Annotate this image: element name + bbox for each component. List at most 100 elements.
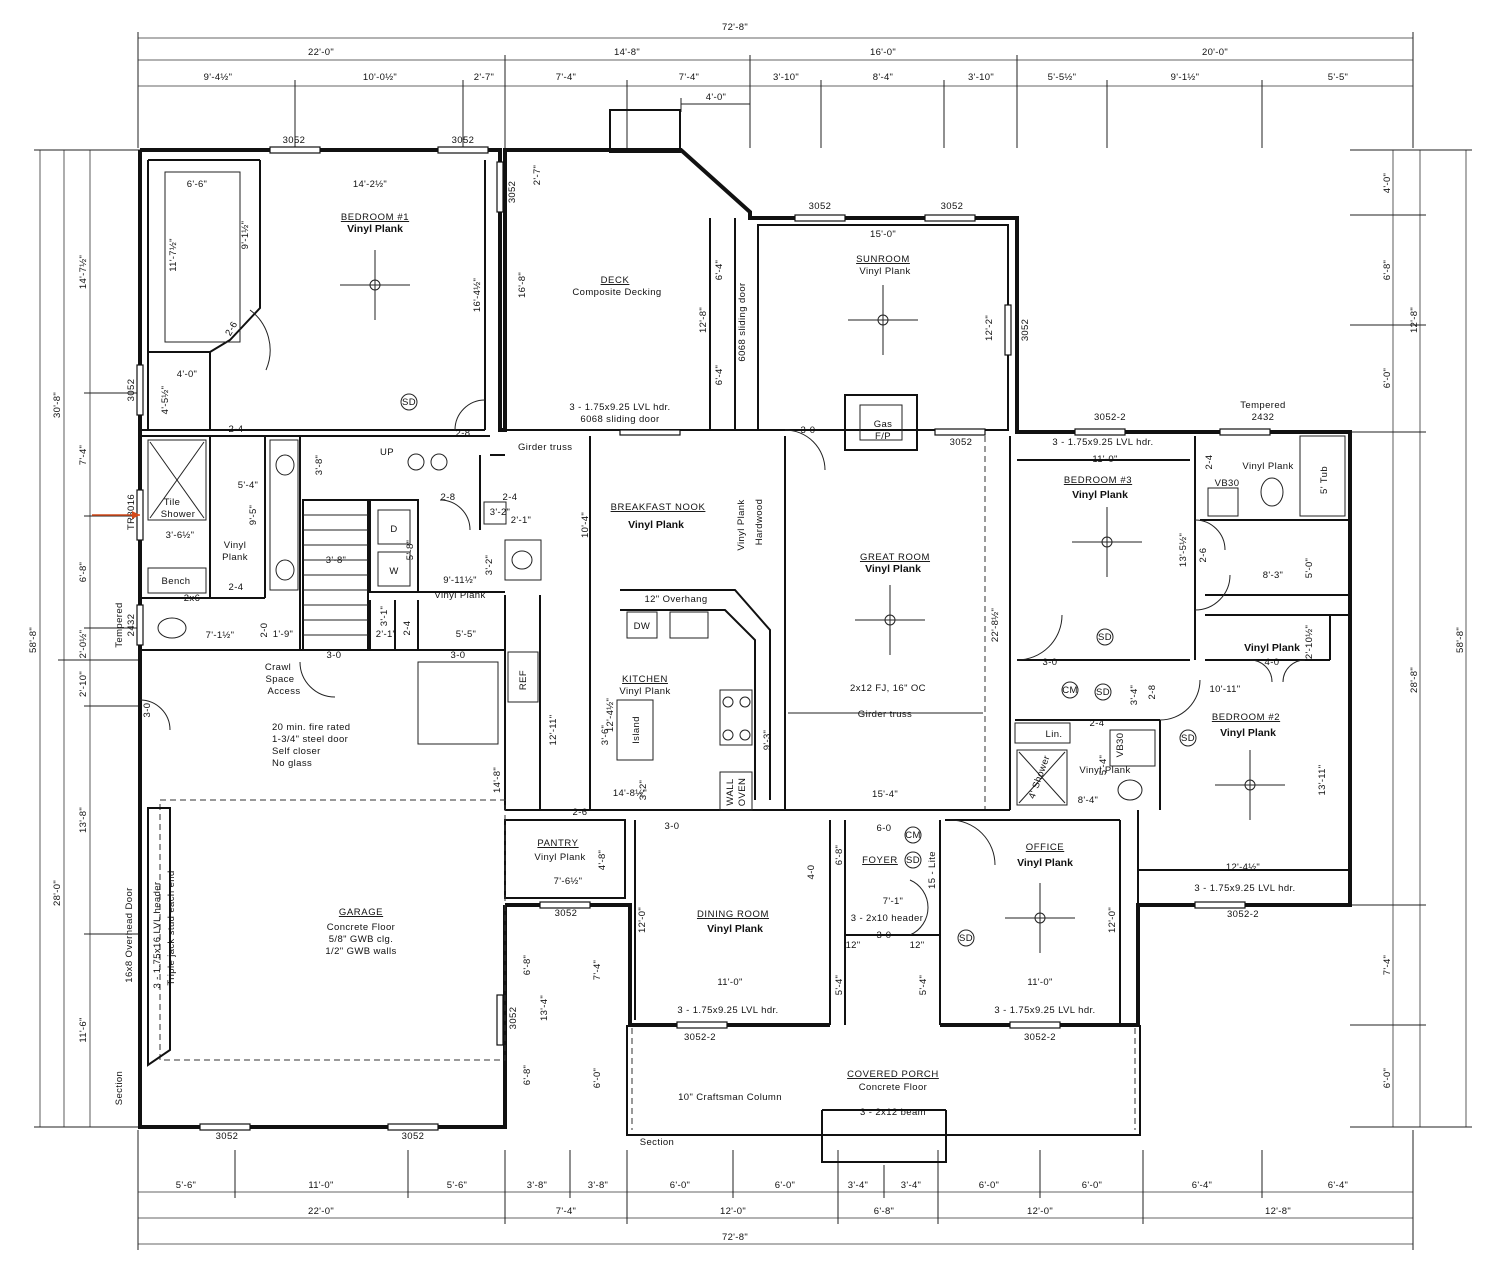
door-stair-d: 2-0 bbox=[259, 623, 270, 638]
dim-laundry-i: 2'-1" bbox=[376, 629, 396, 640]
floor-kitchen: Vinyl Plank bbox=[619, 686, 670, 697]
floor-transition-1: Vinyl Plank bbox=[736, 499, 747, 550]
garage-stud: Triple jack stud each end bbox=[166, 870, 177, 985]
dim-bedroom1-d: 16'-4½" bbox=[472, 278, 483, 312]
dim-left: 28'-0" bbox=[52, 880, 63, 906]
dim-top: 3'-10" bbox=[968, 72, 994, 83]
dim-top: 10'-0½" bbox=[363, 72, 397, 83]
left-dimensions: 58'-8" 30'-8" 28'-0" 14'-7½" 7'-4" 6'-8"… bbox=[28, 149, 140, 1128]
floor-breakfast: Vinyl Plank bbox=[628, 519, 684, 531]
dim-office-d: 12'-0" bbox=[1107, 907, 1118, 933]
door-stair-b: 2-8 bbox=[441, 492, 456, 503]
dim-pantry-w: 7'-6½" bbox=[554, 876, 583, 887]
win-garage-3: 3052 bbox=[216, 1131, 239, 1142]
dim-closet-d: 11'-7½" bbox=[168, 238, 179, 272]
dim-garage-d: 14'-8" bbox=[492, 767, 503, 793]
floor-dining: Vinyl Plank bbox=[707, 923, 763, 935]
dim-bedroom2-d: 13'-11" bbox=[1317, 765, 1328, 796]
note-crawl3: Access bbox=[267, 686, 300, 697]
dim-kitchen-d5: 12'-11" bbox=[548, 715, 559, 746]
kitchen-island: Island bbox=[631, 716, 642, 744]
dim-laundry-j: 3'-1" bbox=[379, 606, 390, 626]
bath1-floor1: Vinyl bbox=[224, 540, 246, 551]
dim-bottom: 6'-0" bbox=[670, 1180, 690, 1191]
dim-bottom: 3'-4" bbox=[848, 1180, 868, 1191]
room-labels: BEDROOM #1 Vinyl Plank 14'-2½" 16'-4½" 6… bbox=[114, 135, 1330, 1148]
dim-breakfast-d: 10'-4" bbox=[580, 512, 591, 538]
room-name-foyer: FOYER bbox=[862, 855, 898, 866]
room-name-garage: GARAGE bbox=[339, 907, 383, 918]
fireplace-1: Gas bbox=[874, 419, 893, 430]
dim-bottom: 3'-4" bbox=[901, 1180, 921, 1191]
dim-bath2-d: 5'-4" bbox=[1098, 755, 1109, 775]
floor-office: Vinyl Plank bbox=[1017, 857, 1073, 869]
dim-foyer-p2: 12" bbox=[910, 940, 925, 951]
great-room-girder: Girder truss bbox=[858, 709, 912, 720]
dim-bottom: 5'-6" bbox=[447, 1180, 467, 1191]
dim-bath1-sw: 3'-6½" bbox=[166, 530, 195, 541]
dim-top: 16'-0" bbox=[870, 47, 896, 58]
dim-office-w: 11'-0" bbox=[1027, 977, 1052, 988]
room-name-porch: COVERED PORCH bbox=[847, 1069, 939, 1080]
dim-deck-r1: 12'-8" bbox=[698, 307, 709, 333]
foyer-sd: SD bbox=[906, 855, 920, 866]
dim-stair-w2: 3'-8" bbox=[326, 555, 346, 566]
dim-deck-bump: 4'-0" bbox=[706, 92, 726, 103]
door-dining: 3-0 bbox=[665, 821, 680, 832]
foyer-lite: 15 - Lite bbox=[927, 851, 938, 889]
deck-door: 6068 sliding door bbox=[737, 282, 748, 361]
dim-foyer-s2: 5'-4" bbox=[918, 975, 929, 995]
sd-bedroom3: SD bbox=[1098, 632, 1112, 643]
floor-bedroom1: Vinyl Plank bbox=[347, 223, 403, 235]
room-name-sunroom: SUNROOM bbox=[856, 254, 910, 265]
dim-porch-e: 7'-4" bbox=[592, 960, 603, 980]
bath2-shower: 4' Shower bbox=[1027, 754, 1053, 801]
bath2-lin: Lin. bbox=[1046, 729, 1063, 740]
note-fire3: Self closer bbox=[272, 746, 321, 757]
dim-top: 2'-7" bbox=[474, 72, 494, 83]
door-bath3: 2-4 bbox=[1204, 455, 1215, 470]
door-pantry: 2-6 bbox=[573, 807, 588, 818]
dim-kitchen-d1: 12'-4½" bbox=[605, 698, 616, 732]
dim-laundry-g: 5'-5" bbox=[456, 629, 476, 640]
note-crawl2: Space bbox=[266, 674, 295, 685]
dim-bottom: 22'-0" bbox=[308, 1206, 334, 1217]
kitchen-overhang: 12" Overhang bbox=[644, 594, 707, 605]
dim-deck-r3: 6'-4" bbox=[714, 365, 725, 385]
dim-bottom: 6'-4" bbox=[1192, 1180, 1212, 1191]
floor-pantry: Vinyl Plank bbox=[534, 852, 585, 863]
dim-closet-w: 6'-6" bbox=[187, 179, 207, 190]
dim-overall-bottom: 72'-8" bbox=[722, 1232, 748, 1243]
sd-bedroom2: SD bbox=[1181, 733, 1195, 744]
dim-left: 6'-8" bbox=[78, 562, 89, 582]
room-name-bedroom3: BEDROOM #3 bbox=[1064, 475, 1132, 486]
door-bath1-a: 2-4 bbox=[229, 424, 244, 435]
bath3-vb: VB30 bbox=[1215, 478, 1240, 489]
dim-overall-top: 72'-8" bbox=[722, 22, 748, 33]
win-dining: 3052-2 bbox=[684, 1032, 716, 1043]
dim-left: 2'-10" bbox=[78, 671, 89, 697]
office-sd: SD bbox=[959, 933, 973, 944]
detectors bbox=[400, 393, 1197, 947]
dim-bedroom3-w: 11'-0" bbox=[1092, 454, 1117, 465]
win-office: 3052-2 bbox=[1024, 1032, 1056, 1043]
dim-kitchen-w: 14'-8½" bbox=[613, 788, 647, 799]
porch-beam: 3 - 2x12 beam bbox=[860, 1107, 926, 1118]
dim-laundry-d: 5'-8" bbox=[405, 540, 416, 560]
dim-deck-r2: 6'-4" bbox=[714, 260, 725, 280]
dim-bottom: 7'-4" bbox=[556, 1206, 576, 1217]
dim-foyer-s1: 5'-4" bbox=[834, 975, 845, 995]
dim-deck-d: 16'-8" bbox=[517, 272, 528, 298]
room-name-bedroom2: BEDROOM #2 bbox=[1212, 712, 1280, 723]
win-sunroom: 3052 bbox=[1020, 319, 1031, 341]
bath1-t: 2x6 bbox=[184, 593, 201, 604]
note-crawl1: Crawl bbox=[265, 662, 291, 673]
room-name-office: OFFICE bbox=[1026, 842, 1064, 853]
dim-top: 5'-5" bbox=[1328, 72, 1348, 83]
room-name-kitchen: KITCHEN bbox=[622, 674, 668, 685]
bottom-dimensions: 5'-6" 11'-0" 5'-6" 3'-8" 3'-8" 6'-0" 6'-… bbox=[137, 1130, 1414, 1250]
dim-great-room-d: 22'-8½" bbox=[990, 608, 1001, 642]
floor-bedroom2: Vinyl Plank bbox=[1220, 727, 1276, 739]
bath1-bench: Bench bbox=[162, 576, 191, 587]
door-bedroom1: 2-6 bbox=[223, 320, 240, 338]
